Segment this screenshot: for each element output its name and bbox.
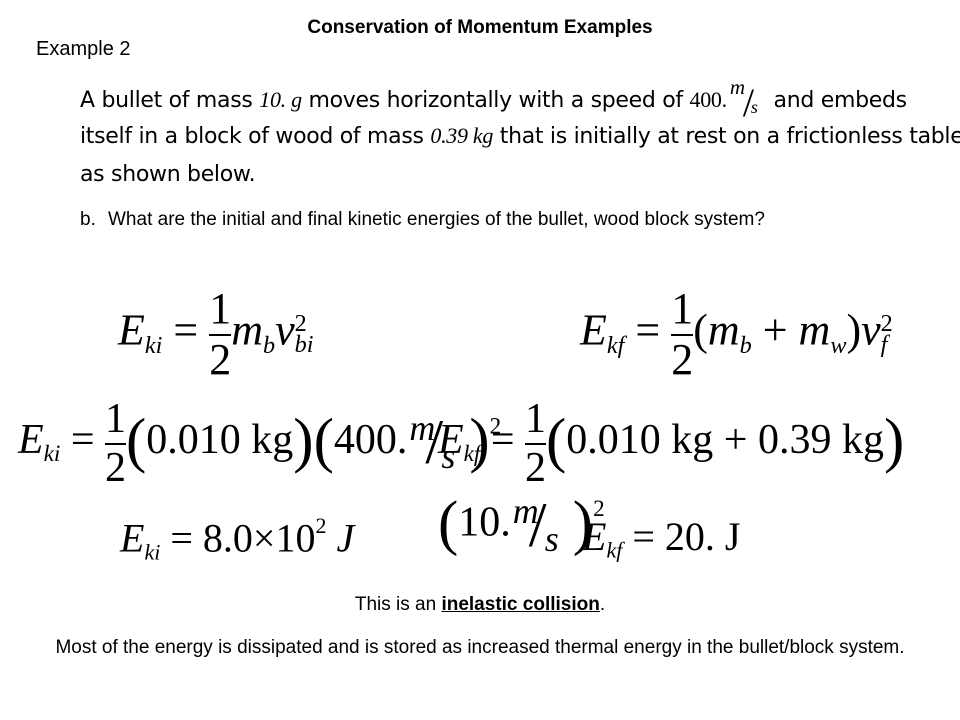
question-label: b. bbox=[80, 209, 96, 230]
problem-text: A bullet of mass bbox=[80, 88, 260, 113]
problem-text: and embeds bbox=[766, 88, 908, 113]
unit-denominator: s bbox=[750, 97, 758, 117]
example-label: Example 2 bbox=[36, 38, 131, 60]
problem-text: itself in a block of wood of mass bbox=[80, 124, 431, 149]
problem-text: that is initially at rest on a frictionl… bbox=[493, 124, 960, 149]
equation-final-ke-result: Ekf = 20. J bbox=[582, 514, 741, 563]
problem-line-1: A bullet of mass 10. g moves horizontall… bbox=[80, 75, 908, 125]
conclusion-statement: This is an inelastic collision. bbox=[354, 594, 606, 615]
problem-text: moves horizontally with a speed of bbox=[301, 88, 690, 113]
equation-initial-ke-result: Eki = 8.0×102 J bbox=[120, 513, 355, 565]
collision-type: inelastic collision bbox=[441, 594, 600, 615]
conclusion-explanation: Most of the energy is dissipated and is … bbox=[55, 637, 905, 658]
problem-line-3: as shown below. bbox=[80, 162, 256, 187]
block-mass: 0.39 kg bbox=[430, 123, 494, 148]
question-b: b. What are the initial and final kinetic… bbox=[80, 209, 765, 231]
speed-value: 400. bbox=[689, 87, 728, 112]
speed-unit: m/s bbox=[729, 75, 758, 125]
problem-line-2: itself in a block of wood of mass 0.39 k… bbox=[80, 123, 960, 149]
unit-numerator: m bbox=[729, 75, 745, 99]
question-text: What are the initial and final kinetic e… bbox=[108, 209, 765, 230]
bullet-mass: 10. g bbox=[259, 87, 302, 112]
page-title: Conservation of Momentum Examples bbox=[307, 17, 653, 38]
